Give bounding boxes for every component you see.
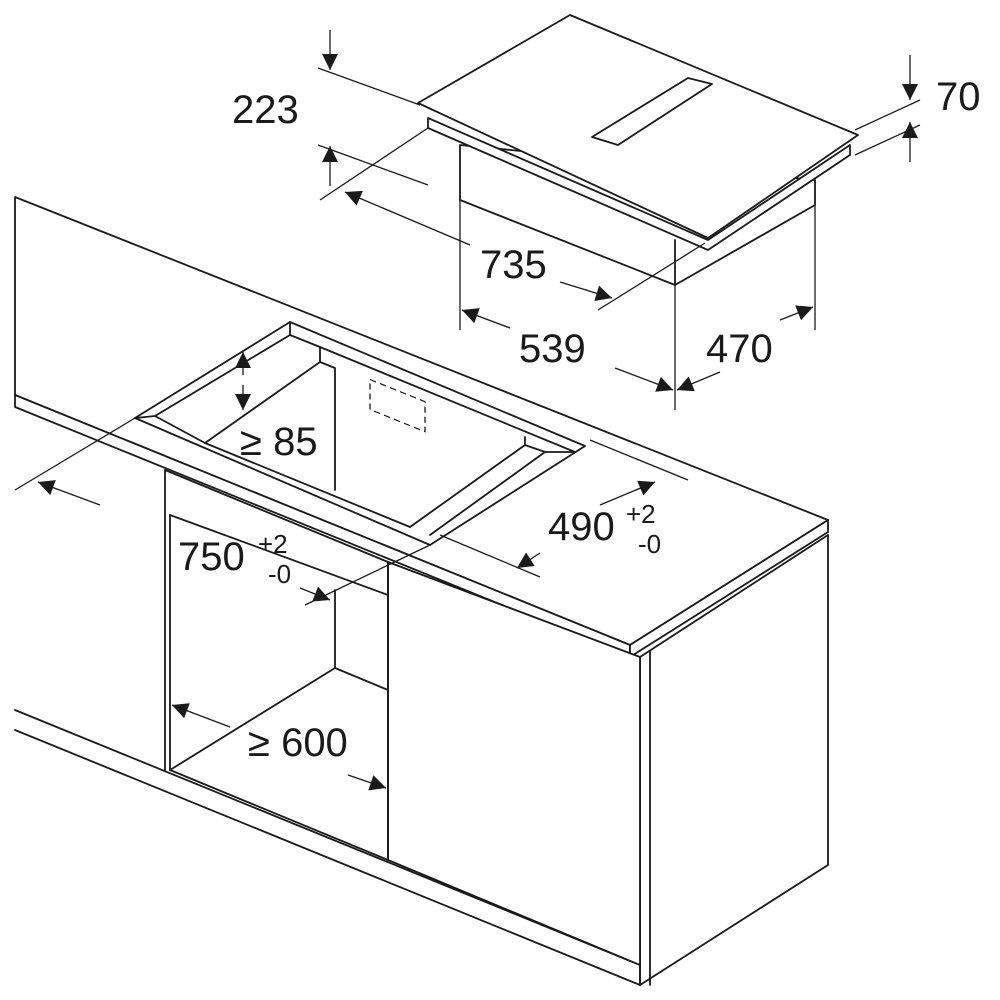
label-750: 750 — [178, 535, 245, 579]
label-735: 735 — [480, 243, 547, 287]
label-750-tol-minus: -0 — [268, 559, 291, 589]
label-490: 490 — [548, 505, 615, 549]
cabinet-opening — [164, 469, 389, 861]
label-min-85: ≥ 85 — [240, 420, 318, 464]
label-min-600: ≥ 600 — [248, 721, 348, 765]
label-490-tol-plus: +2 — [626, 499, 656, 529]
label-470: 470 — [706, 327, 773, 371]
label-539: 539 — [519, 327, 586, 371]
label-70: 70 — [936, 75, 981, 119]
dimension-lines — [14, 30, 921, 791]
label-490-tol-minus: -0 — [638, 529, 661, 559]
label-750-tol-plus: +2 — [258, 529, 288, 559]
label-223: 223 — [232, 88, 299, 132]
